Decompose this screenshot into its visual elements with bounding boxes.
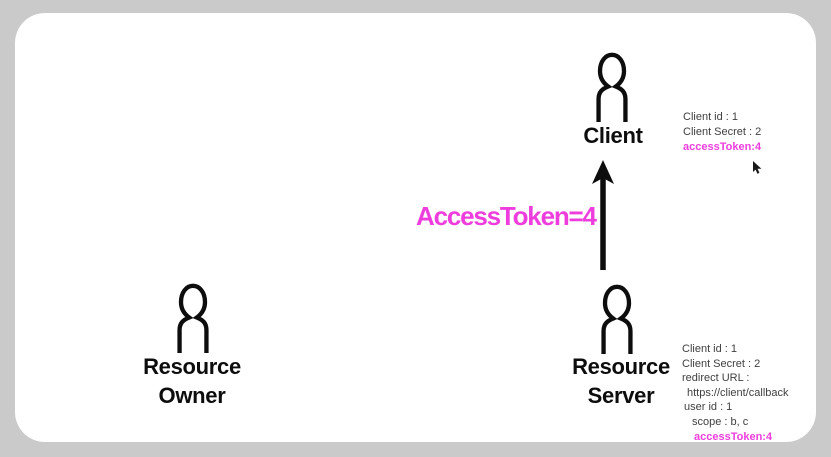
- whiteboard-panel: [15, 13, 816, 442]
- client-info-line: Client id : 1: [683, 111, 739, 123]
- client-info-line: Client Secret : 2: [683, 126, 762, 138]
- client-label: Client: [583, 123, 643, 148]
- access-token-arrow: [590, 159, 616, 276]
- resource-owner-label: Resource Owner: [132, 352, 252, 410]
- server-info-line-redirect-url: https://client/callback: [687, 386, 789, 399]
- access-token-arrow-label: AccessToken=4: [416, 201, 597, 231]
- resource-server-label-line1: Resource: [572, 354, 670, 379]
- server-info-line: Client Secret : 2: [682, 357, 761, 370]
- server-info-line: Client id : 1: [682, 343, 738, 355]
- mouse-cursor-icon: [752, 160, 762, 180]
- resource-server-label: Resource Server: [561, 352, 681, 410]
- resource-server-person-icon: [593, 281, 641, 355]
- client-access-token-value: accessToken:4: [683, 141, 762, 153]
- server-info-line: user id : 1: [684, 401, 733, 414]
- client-person-icon: [588, 49, 636, 123]
- server-info-line: redirect URL :: [682, 372, 750, 385]
- resource-server-label-line2: Server: [587, 383, 655, 408]
- resource-owner-person-icon: [169, 280, 217, 354]
- resource-owner-label-line1: Resource: [143, 354, 241, 379]
- server-info-line: scope : b, c: [692, 415, 749, 428]
- resource-owner-label-line2: Owner: [158, 383, 226, 408]
- client-info-block: Client id : 1 Client Secret : 2 accessTo…: [683, 110, 761, 155]
- resource-server-info-block: Client id : 1 Client Secret : 2 redirect…: [682, 342, 789, 444]
- server-access-token-value: accessToken:4: [694, 430, 773, 443]
